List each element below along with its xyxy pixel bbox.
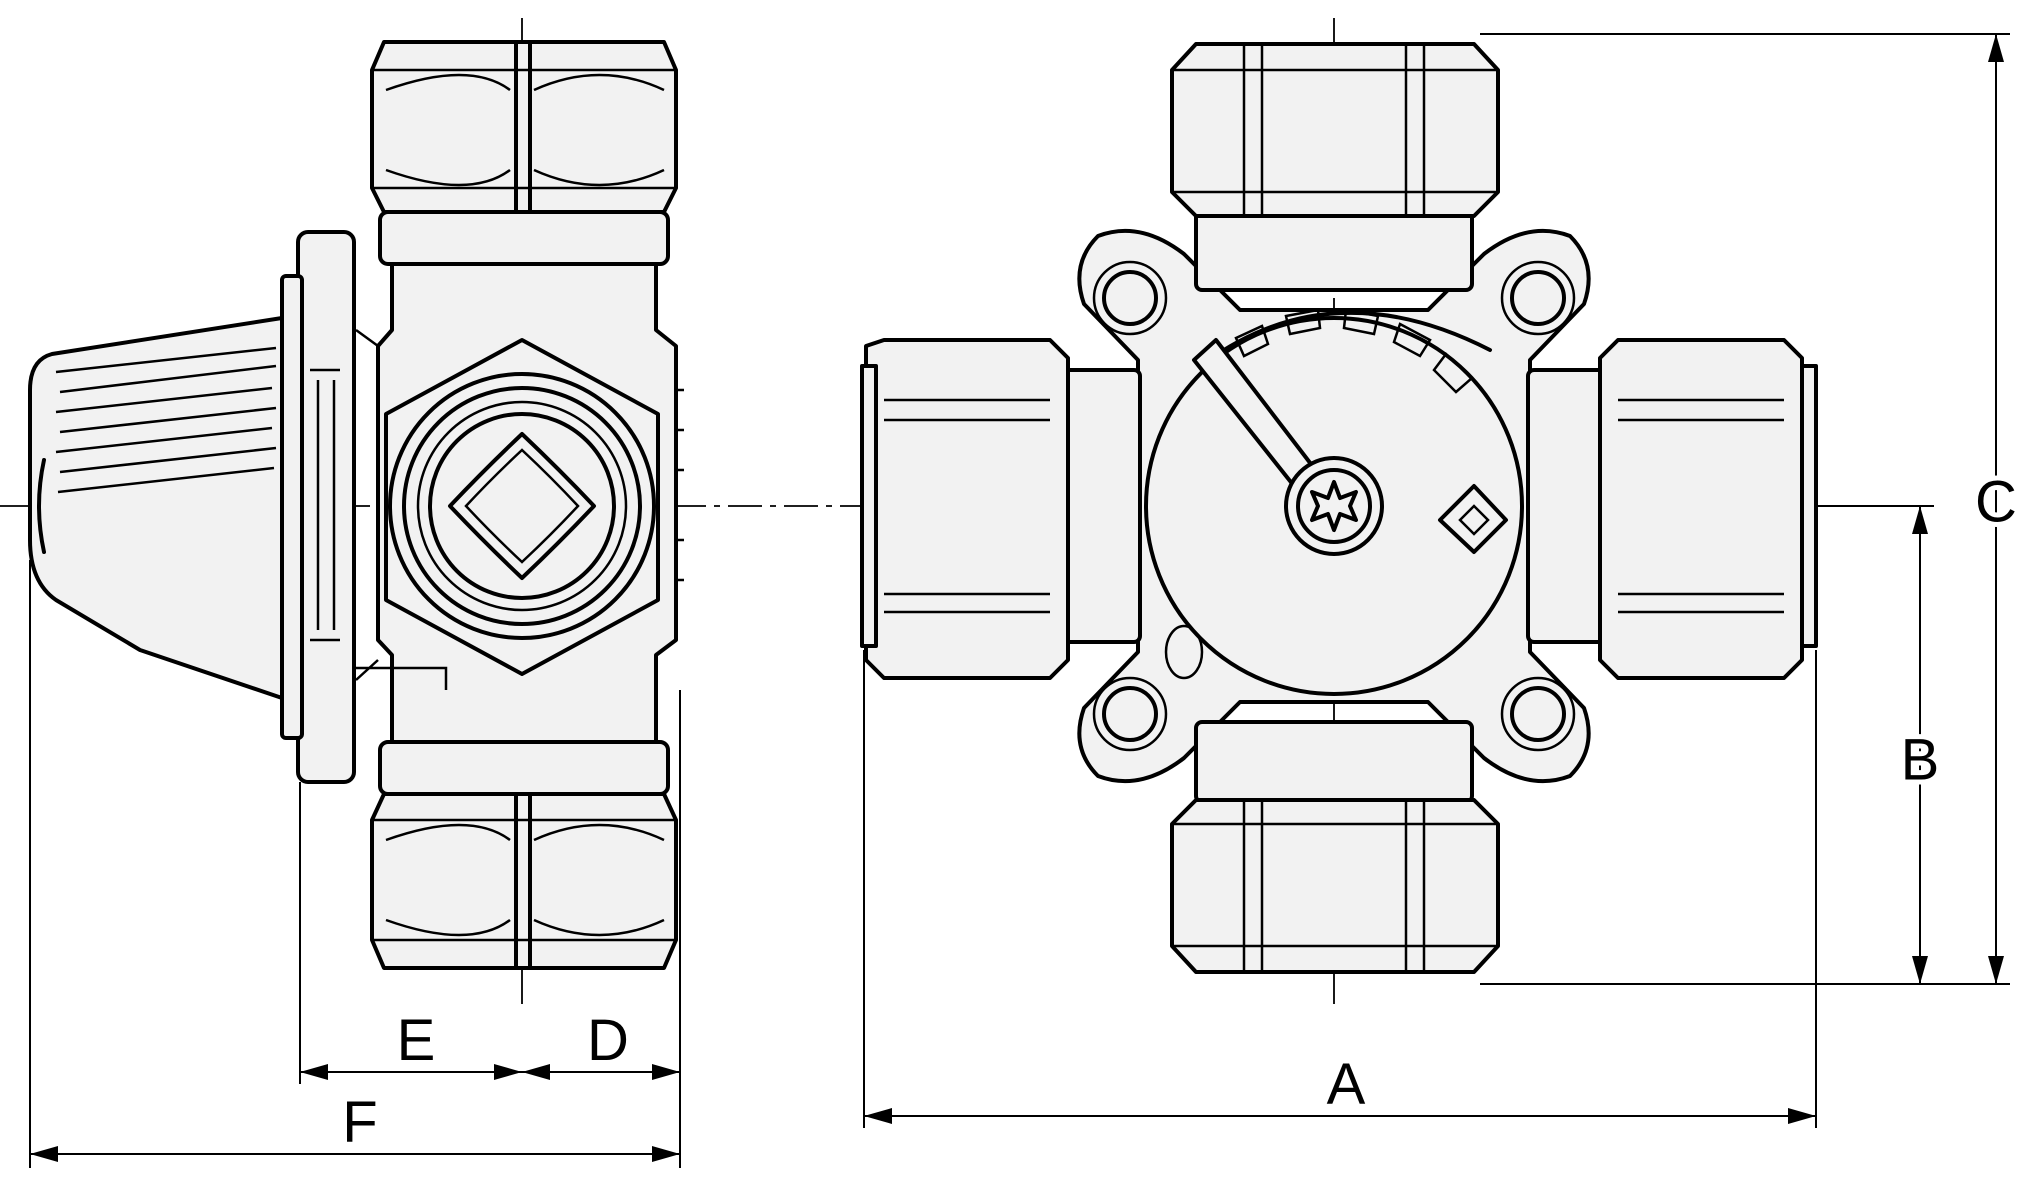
mount-hole-bottom-left (1102, 686, 1158, 742)
scale-arc (1204, 310, 1492, 364)
top-collar-side (378, 210, 670, 266)
dimension-label-b: B (1901, 727, 1940, 792)
mount-hole-top-right (1510, 270, 1566, 326)
right-nut-front (1598, 338, 1804, 680)
spindle-screw (1284, 456, 1384, 556)
handle-knob (28, 316, 284, 700)
dimension-lines: E D F A B C (29, 33, 2022, 1168)
dimension-label-c: C (1975, 469, 2017, 534)
left-nut-front (864, 338, 1070, 680)
screw-star-icon (1310, 480, 1358, 532)
dimension-label-d: D (587, 1008, 629, 1073)
dimension-label-e: E (397, 1008, 436, 1073)
mount-hole-top-left (1102, 270, 1158, 326)
bottom-nut-side (370, 792, 678, 970)
flange-plate (280, 274, 304, 740)
mounting-flange (296, 230, 356, 784)
top-nut-front (1170, 42, 1500, 218)
top-nut-side (370, 40, 678, 214)
front-view (860, 18, 1818, 1010)
dimension-label-a: A (1327, 1052, 1366, 1117)
brand-logo-icon (1438, 484, 1508, 554)
side-view (0, 18, 1930, 1010)
spindle-cross (448, 432, 596, 580)
bottom-collar-side (378, 740, 670, 796)
scale-marks (1234, 308, 1474, 394)
bottom-collar-front (1194, 720, 1474, 804)
dimension-label-f: F (342, 1090, 377, 1155)
mount-hole-bottom-right (1510, 686, 1566, 742)
top-collar-front (1194, 208, 1474, 292)
knob-grip-lines (55, 346, 277, 494)
bottom-nut-front (1170, 798, 1500, 974)
front-port-hex (384, 338, 660, 676)
